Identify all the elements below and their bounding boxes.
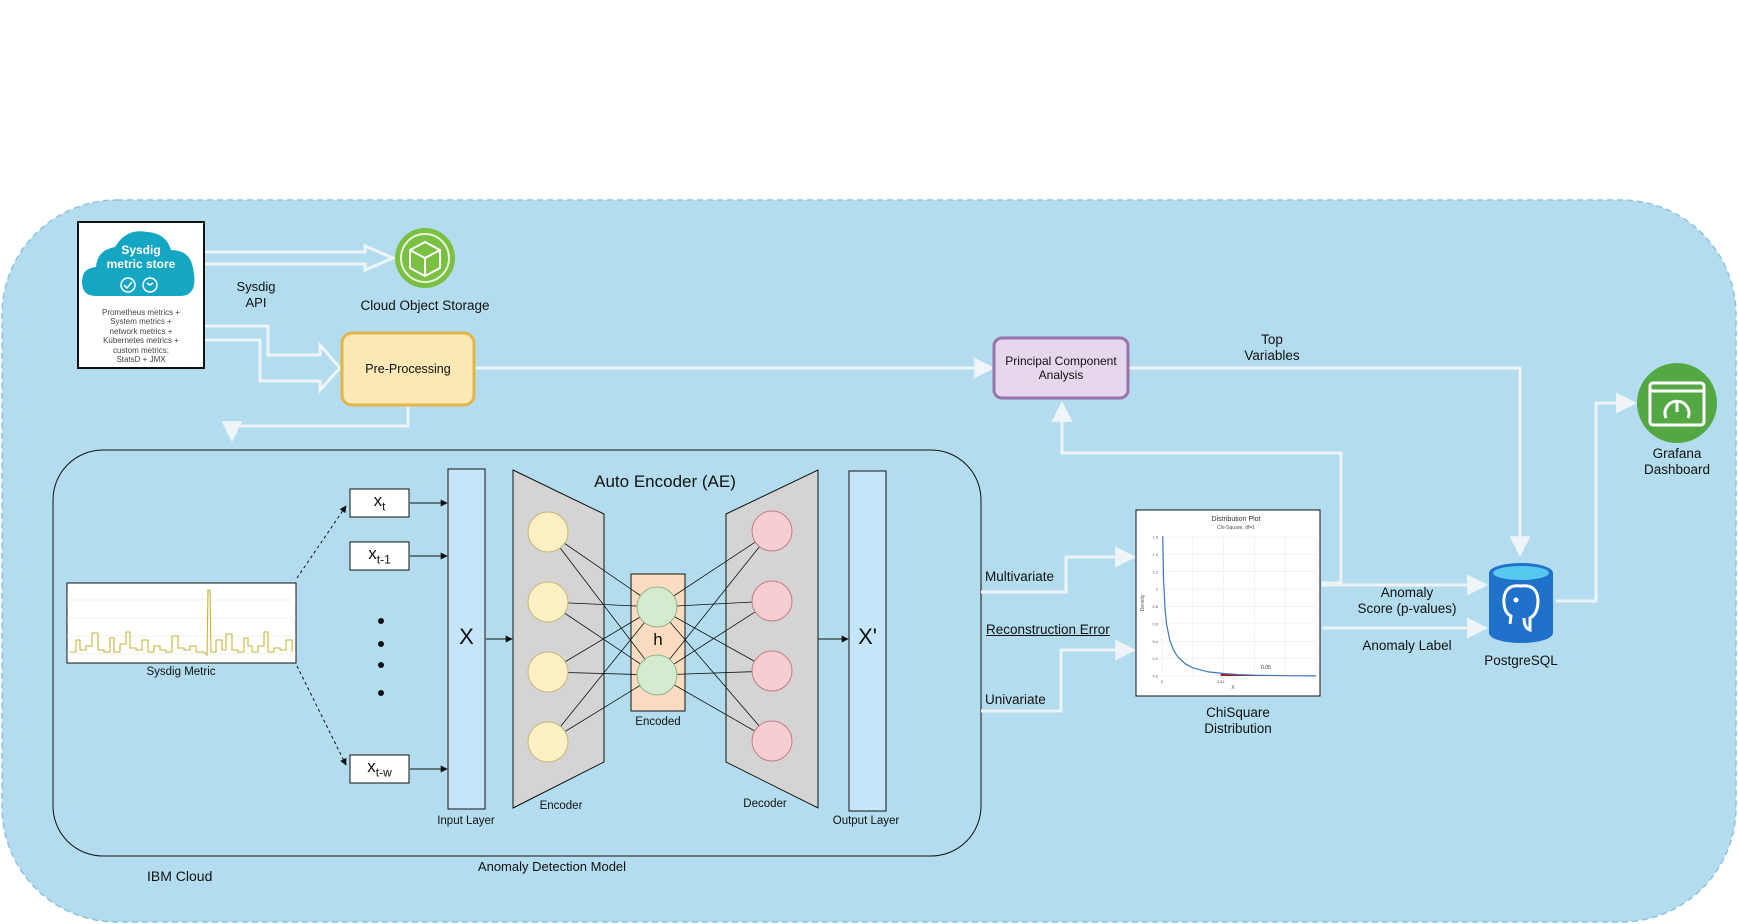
anomaly-label-label: Anomaly Label bbox=[1362, 638, 1452, 653]
decoder-node bbox=[751, 720, 793, 762]
x-output-symbol: X' bbox=[858, 624, 877, 649]
x-input-symbol: X bbox=[459, 624, 474, 649]
flow-arrows bbox=[205, 243, 1638, 713]
pca-box bbox=[992, 336, 1130, 400]
chart-x-label: X bbox=[1231, 685, 1235, 691]
decoder-trapezoid bbox=[725, 469, 819, 809]
encoded-node bbox=[636, 586, 678, 628]
chart-x-tick: 0 bbox=[1161, 679, 1164, 684]
output-layer-label: Output Layer bbox=[832, 815, 900, 827]
sysdig-metric-chart bbox=[66, 582, 297, 664]
encoded-nodes bbox=[636, 586, 678, 696]
ellipsis-dots bbox=[378, 618, 384, 696]
encoded-label: Encoded bbox=[635, 716, 681, 728]
encoded-node bbox=[636, 654, 678, 696]
chart-annotation: 0.05 bbox=[1261, 665, 1271, 671]
chart-y-tick: 1.6 bbox=[1152, 535, 1158, 540]
decoder-label: Decoder bbox=[743, 798, 787, 810]
input-xtw-box bbox=[349, 754, 410, 784]
sysdig-metric-label: Sysdig Metric bbox=[146, 666, 216, 678]
postgresql-database-icon bbox=[1489, 563, 1553, 643]
anomaly-detection-model-label: Anomaly Detection Model bbox=[477, 859, 627, 874]
chart-y-tick: 0.2 bbox=[1152, 656, 1158, 661]
network-connections bbox=[547, 530, 773, 743]
sysdig-description: Prometheus metrics +System metrics +netw… bbox=[101, 308, 181, 365]
multivariate-label: Multivariate bbox=[985, 569, 1055, 584]
xt-label: xt bbox=[373, 491, 386, 514]
encoder-nodes bbox=[527, 511, 569, 763]
chart-y-tick: 0.8 bbox=[1152, 604, 1158, 609]
encoder-node bbox=[527, 721, 569, 763]
arrow-postgres-to-grafana bbox=[1556, 392, 1638, 603]
output-layer-bar bbox=[848, 470, 887, 812]
arrow-univariate bbox=[981, 639, 1137, 713]
encoder-node bbox=[527, 511, 569, 553]
chart-y-tick: 0.6 bbox=[1152, 621, 1158, 626]
anomaly-detection-model-box bbox=[52, 449, 982, 857]
arrow-sysdig-to-cos bbox=[205, 243, 397, 273]
chart-ticks: 1.6 1.4 1.2 1 0.8 0.6 0.4 0.2 0.00 3.81 bbox=[1152, 535, 1225, 685]
arrow-chisq-to-pca bbox=[1051, 400, 1343, 585]
cube-icon bbox=[395, 228, 455, 288]
decoder-node bbox=[751, 580, 793, 622]
chart-y-tick: 1.4 bbox=[1152, 552, 1158, 557]
decoder-nodes bbox=[751, 510, 793, 762]
chart-y-tick: 1.2 bbox=[1152, 569, 1158, 574]
xtw-label: xt-w bbox=[367, 757, 392, 780]
gauge-icon bbox=[1637, 363, 1717, 443]
arrow-sysdig-to-preprocess bbox=[205, 324, 343, 394]
chart-title: Distribution Plot bbox=[1211, 516, 1260, 523]
sysdig-metric-store bbox=[77, 221, 205, 369]
chart-y-tick: 1 bbox=[1156, 587, 1159, 592]
preprocessing-box bbox=[340, 331, 476, 407]
h-label: h bbox=[653, 630, 663, 649]
sysdig-cloud-icon bbox=[82, 231, 195, 296]
input-layer-label: Input Layer bbox=[437, 815, 495, 827]
arrow-multivariate bbox=[981, 546, 1137, 594]
sysdig-metric-line bbox=[70, 589, 293, 657]
ibm-cloud-label: IBM Cloud bbox=[147, 868, 213, 884]
chart-y-label: Density bbox=[1140, 594, 1146, 611]
arrow-pca-to-postgres bbox=[1128, 366, 1531, 558]
input-xt1-box bbox=[349, 541, 410, 571]
dotted-arrow-to-xtw bbox=[296, 665, 347, 766]
chart-y-tick: 0.0 bbox=[1152, 674, 1158, 679]
encoder-label: Encoder bbox=[539, 800, 583, 812]
reconstruction-error-label: Reconstruction Error bbox=[986, 622, 1110, 637]
encoder-node bbox=[527, 651, 569, 693]
ae-title: Auto Encoder (AE) bbox=[594, 472, 736, 491]
encoder-node bbox=[527, 581, 569, 623]
chart-subtitle: Chi-Square, df=1 bbox=[1217, 525, 1255, 531]
chart-density-curve bbox=[1162, 536, 1317, 677]
decoder-node bbox=[751, 510, 793, 552]
cos-label: Cloud Object Storage bbox=[360, 298, 490, 313]
univariate-label: Univariate bbox=[985, 692, 1046, 707]
decoder-node bbox=[751, 650, 793, 692]
xt1-label: xt-1 bbox=[368, 544, 391, 567]
chisq-chart: Distribution Plot Chi-Square, df=1 Densi… bbox=[1135, 509, 1321, 697]
input-xt-box bbox=[349, 488, 410, 518]
postgres-label: PostgreSQL bbox=[1484, 653, 1558, 668]
dotted-arrow-to-xt bbox=[296, 505, 347, 579]
arrow-preprocess-to-model bbox=[221, 405, 410, 443]
chart-x-tick: 3.81 bbox=[1217, 679, 1226, 684]
chart-y-tick: 0.4 bbox=[1152, 639, 1158, 644]
input-layer-bar bbox=[447, 468, 486, 810]
preprocessing-label: Pre-Processing bbox=[365, 361, 451, 376]
